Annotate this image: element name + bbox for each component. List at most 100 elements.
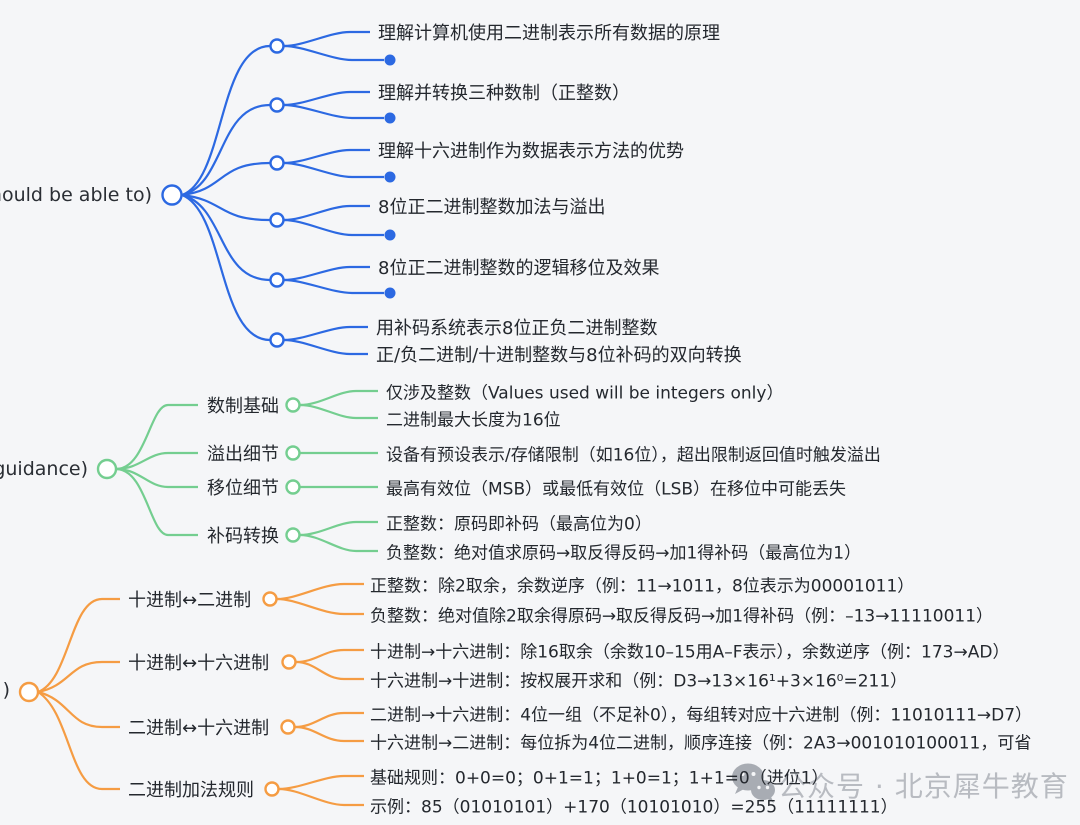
connector-line [299, 520, 378, 537]
connector-line [283, 30, 370, 48]
branch-node[interactable] [285, 479, 301, 495]
leaf-text[interactable]: 正整数：原码即补码（最高位为0） [386, 514, 652, 535]
subtopic-label[interactable]: 二进制↔十六进制 [128, 718, 270, 739]
conversion-root-node[interactable] [18, 681, 40, 703]
subtopic-label[interactable]: 补码转换 [207, 526, 279, 547]
branch-node[interactable] [285, 445, 301, 461]
connector-line [283, 325, 368, 342]
connector-line [181, 44, 271, 197]
connector-line [294, 711, 364, 729]
watermark-text: 公众号 · 北京犀牛教育 [778, 770, 1069, 803]
branch-node[interactable] [269, 155, 285, 171]
conversion-connectors [37, 582, 364, 807]
collapsed-node-dot[interactable] [384, 171, 396, 183]
connector-line [278, 787, 364, 807]
connector-line [283, 103, 384, 120]
leaf-text[interactable]: 负整数：绝对值求原码→取反得反码→加1得补码（最高位为1） [386, 543, 862, 564]
connector-line [181, 193, 271, 222]
connector-line [37, 690, 120, 729]
objectives-root-label[interactable]: hould be able to) [0, 184, 152, 206]
branch-node[interactable] [262, 591, 278, 607]
connector-line [283, 278, 384, 295]
connector-line [299, 389, 378, 407]
connector-line [283, 90, 370, 107]
connector-line [181, 161, 271, 197]
guidance-connectors [115, 389, 378, 553]
connector-line [37, 660, 120, 694]
topic-text[interactable]: 理解计算机使用二进制表示所有数据的原理 [378, 23, 720, 44]
leaf-text[interactable]: 基础规则：0+0=0；0+1=1；1+0=1；1+1=0（进位1） [370, 768, 829, 789]
connector-line [283, 161, 384, 179]
connector-line [299, 403, 378, 420]
collapsed-node-dot[interactable] [384, 229, 396, 241]
objectives-node-circles [161, 38, 285, 348]
leaf-text[interactable]: 二进制→十六进制：4位一组（不足补0），每组转对应十六进制（例：11010111… [370, 705, 1033, 726]
connector-line [115, 467, 198, 489]
collapsed-node-dot[interactable] [384, 54, 396, 66]
topic-text[interactable]: 理解并转换三种数制（正整数） [378, 83, 630, 104]
connector-line [115, 451, 198, 471]
branch-node[interactable] [280, 719, 296, 735]
connector-line [115, 467, 198, 537]
leaf-text[interactable]: 负整数：绝对值除2取余得原码→取反得反码→加1得补码（例：–13→1111001… [370, 606, 994, 627]
collapsed-node-dot[interactable] [384, 112, 396, 124]
connector-line [115, 403, 198, 471]
connector-line [283, 44, 384, 62]
connector-line [283, 265, 370, 282]
leaf-text[interactable]: 十六进制→二进制：每位拆为4位二进制，顺序连接（例：2A3→0010101000… [370, 733, 1032, 754]
subtopic-label[interactable]: 移位细节 [207, 478, 279, 499]
connector-line [283, 204, 370, 222]
leaf-text[interactable]: 设备有预设表示/存储限制（如16位），超出限制返回值时触发溢出 [386, 445, 881, 466]
connector-line [37, 597, 120, 694]
leaf-text[interactable]: 十六进制→十进制：按权展开求和（例：D3→13×16¹+3×16⁰=211） [370, 671, 908, 692]
connector-line [299, 533, 378, 553]
wechat-icon [732, 763, 775, 803]
objectives-connectors [181, 30, 384, 356]
leaf-text[interactable]: 仅涉及整数（Values used will be integers only） [386, 383, 784, 404]
guidance-root-label[interactable]: guidance) [0, 458, 88, 480]
connector-line [276, 597, 364, 616]
branch-node[interactable] [269, 38, 285, 54]
leaf-text[interactable]: 十进制→十六进制：除16取余（余数10–15用A–F表示），余数逆序（例：173… [370, 642, 1010, 663]
subtopic-label[interactable]: 溢出细节 [207, 444, 279, 465]
subtopic-label[interactable]: 数制基础 [207, 396, 279, 417]
branch-node[interactable] [269, 212, 285, 228]
branch-node[interactable] [269, 97, 285, 113]
connector-line [37, 691, 120, 791]
guidance-node-circles [96, 397, 301, 543]
branch-node[interactable] [281, 654, 297, 670]
subtopic-label[interactable]: 二进制加法规则 [128, 780, 254, 801]
leaf-text[interactable]: 最高有效位（MSB）或最低有效位（LSB）在移位中可能丢失 [386, 479, 847, 500]
connector-line [283, 148, 370, 165]
subtopic-label[interactable]: 十进制↔十六进制 [128, 653, 270, 674]
objectives-root-node[interactable] [161, 184, 183, 206]
leaf-text[interactable]: 二进制最大长度为16位 [386, 410, 561, 431]
branch-node[interactable] [285, 527, 301, 543]
connector-line [276, 582, 364, 601]
leaf-text[interactable]: 正整数：除2取余，余数逆序（例：11→1011，8位表示为00001011） [370, 576, 915, 597]
conversion-node-circles [18, 591, 297, 797]
collapsed-node-dot[interactable] [384, 287, 396, 299]
connector-line [283, 218, 384, 237]
connector-line [295, 660, 364, 681]
topic-text[interactable]: 8位正二进制整数加法与溢出 [378, 197, 606, 218]
connector-line [181, 103, 271, 197]
conversion-root-label[interactable]: ) [2, 679, 10, 701]
topic-text[interactable]: 8位正二进制整数的逻辑移位及效果 [378, 258, 660, 279]
connector-line [295, 648, 364, 664]
leaf-text[interactable]: 示例：85（01010101）+170（10101010）=255（111111… [370, 797, 898, 818]
topic-text[interactable]: 理解十六进制作为数据表示方法的优势 [378, 141, 684, 162]
connector-line [278, 774, 364, 791]
subtopic-label[interactable]: 十进制↔二进制 [128, 590, 252, 611]
connector-line [283, 338, 368, 356]
branch-node[interactable] [285, 397, 301, 413]
connector-line [294, 725, 364, 743]
branch-node[interactable] [269, 332, 285, 348]
topic-text[interactable]: 用补码系统表示8位正负二进制整数 [376, 318, 658, 339]
branch-node[interactable] [269, 272, 285, 288]
topic-text[interactable]: 正/负二进制/十进制整数与8位补码的双向转换 [376, 345, 742, 366]
guidance-root-node[interactable] [96, 458, 118, 480]
branch-node[interactable] [264, 781, 280, 797]
